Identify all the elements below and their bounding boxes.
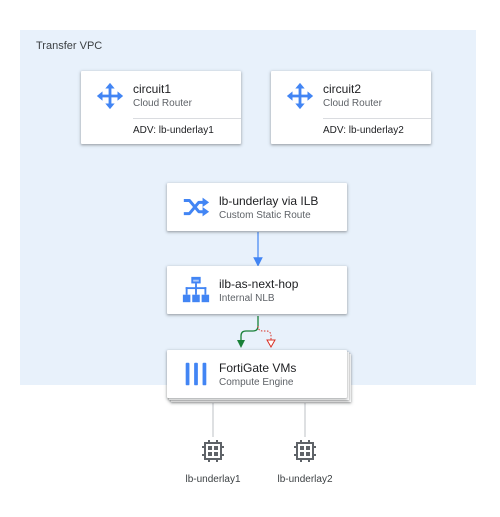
network-interface-icon bbox=[202, 440, 224, 462]
nlb-type: Internal NLB bbox=[219, 293, 275, 304]
healthy-path-arrow bbox=[240, 316, 259, 342]
router-card-circuit2[interactable]: circuit2 Cloud Router ADV: lb-underlay2 bbox=[271, 71, 431, 144]
standby-path-arrow bbox=[257, 325, 272, 340]
router-name: circuit2 bbox=[323, 82, 362, 96]
compute-engine-icon bbox=[185, 362, 207, 386]
router-advertisement: ADV: lb-underlay2 bbox=[323, 125, 404, 136]
load-balancer-icon bbox=[182, 276, 210, 303]
router-name: circuit1 bbox=[133, 82, 172, 96]
fortigate-vms-card[interactable]: FortiGate VMs Compute Engine bbox=[167, 350, 347, 398]
router-type: Cloud Router bbox=[133, 98, 192, 109]
route-icon bbox=[183, 197, 210, 217]
internal-nlb-card[interactable]: ilb-as-next-hop Internal NLB bbox=[167, 266, 347, 314]
route-type: Custom Static Route bbox=[219, 210, 311, 221]
static-route-card[interactable]: lb-underlay via ILB Custom Static Route bbox=[167, 183, 347, 231]
interface-label-underlay1: lb-underlay1 bbox=[185, 474, 241, 485]
router-card-circuit1[interactable]: circuit1 Cloud Router ADV: lb-underlay1 bbox=[81, 71, 241, 144]
router-type: Cloud Router bbox=[323, 98, 382, 109]
nlb-name: ilb-as-next-hop bbox=[219, 277, 299, 291]
vpc-label: Transfer VPC bbox=[36, 40, 103, 52]
card-divider bbox=[323, 118, 431, 119]
cloud-router-icon bbox=[286, 82, 314, 110]
network-interface-icon bbox=[294, 440, 316, 462]
vms-type: Compute Engine bbox=[219, 377, 294, 388]
healthy-arrowhead bbox=[237, 340, 245, 348]
standby-arrowhead bbox=[266, 339, 276, 349]
router-advertisement: ADV: lb-underlay1 bbox=[133, 125, 214, 136]
vms-name: FortiGate VMs bbox=[219, 361, 297, 375]
route-name: lb-underlay via ILB bbox=[219, 194, 319, 208]
interface-label-underlay2: lb-underlay2 bbox=[277, 474, 333, 485]
cloud-router-icon bbox=[96, 82, 124, 110]
card-divider bbox=[133, 118, 241, 119]
